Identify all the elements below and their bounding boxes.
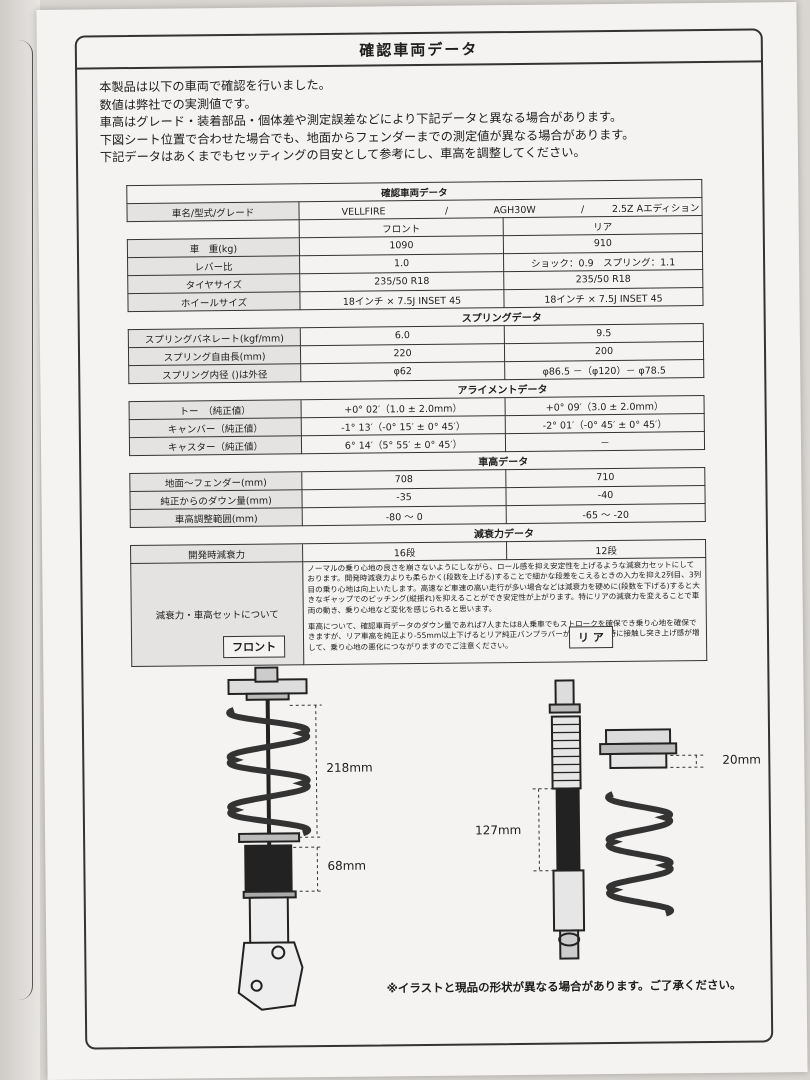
- front-strut-illustration: [226, 666, 311, 1011]
- front-spring-length: 218mm: [326, 760, 373, 776]
- rear-shock-length: 127mm: [474, 822, 522, 838]
- suspension-diagram: [226, 666, 705, 1011]
- rear-seat-length: 20mm: [722, 752, 762, 767]
- adjacent-page-edge: [0, 0, 40, 1080]
- rear-spring-illustration: [599, 728, 678, 917]
- instruction-sheet: 確認車両データ 本製品は以下の車両で確認を行いました。 数値は弊社での実測値です…: [36, 2, 808, 1080]
- front-body-length: 68mm: [327, 858, 367, 874]
- rear-shock-illustration: [548, 679, 586, 960]
